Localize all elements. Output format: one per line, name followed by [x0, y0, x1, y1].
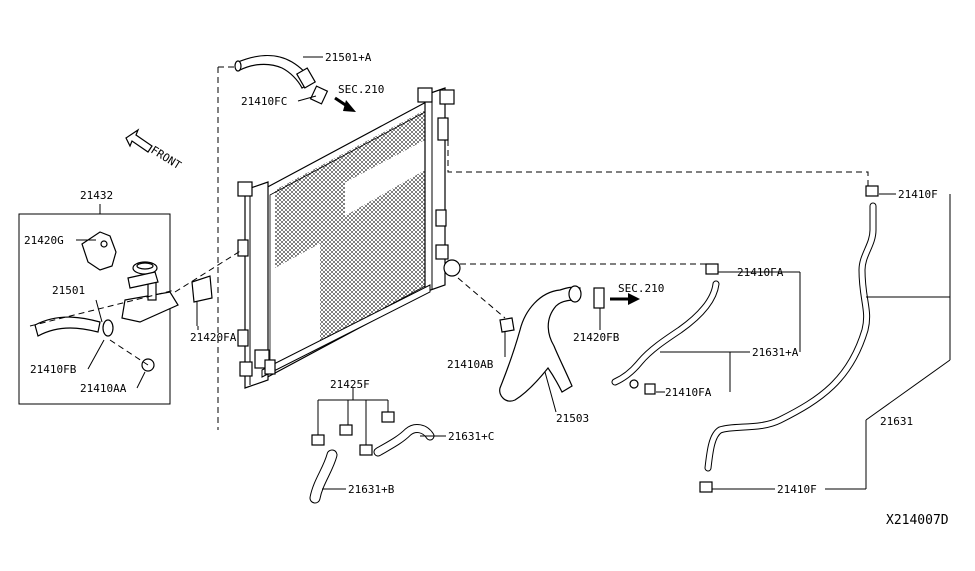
label-21410fb: 21410FB: [30, 363, 77, 376]
diagram-id: X214007D: [886, 513, 949, 528]
hose-21631b: [309, 449, 338, 504]
reservoir-box: [18, 204, 243, 405]
label-21410f-bot: 21410F: [777, 483, 817, 496]
lower-hose-21503: [499, 285, 582, 402]
label-21631: 21631: [880, 415, 913, 428]
label-21501a: 21501+A: [325, 51, 372, 64]
hose-21631c: [373, 424, 435, 457]
label-sec210-top: SEC.210: [338, 83, 384, 96]
label-21420fb: 21420FB: [573, 331, 620, 344]
label-21410fa-top: 21410FA: [737, 266, 784, 279]
label-21432: 21432: [80, 189, 113, 202]
clip-21420fa: [191, 275, 213, 326]
label-21631c: 21631+C: [448, 430, 494, 443]
label-21410fc: 21410FC: [241, 95, 287, 108]
label-21420fa: 21420FA: [190, 331, 237, 344]
radiator-assembly: [237, 87, 461, 389]
label-21425f: 21425F: [330, 378, 370, 391]
clip-21410ab: [499, 317, 515, 333]
clip-21410fc: [309, 85, 329, 105]
part-labels: 21501+A 21410FC SEC.210 FRONT 21432 2142…: [24, 51, 949, 528]
sec210-arrow-top: [334, 96, 356, 112]
leader-lines: [76, 56, 951, 490]
label-sec210-mid: SEC.210: [618, 282, 664, 295]
sec210-arrow-mid: [610, 293, 640, 305]
hose-21631a: [611, 263, 720, 395]
label-21501: 21501: [52, 284, 85, 297]
label-21631b: 21631+B: [348, 483, 395, 496]
label-21420g: 21420G: [24, 234, 64, 247]
label-21410ab: 21410AB: [447, 358, 494, 371]
label-21410aa: 21410AA: [80, 382, 127, 395]
label-21631a: 21631+A: [752, 346, 799, 359]
upper-hose-21501a: [234, 55, 317, 89]
hose-21631: [699, 185, 879, 493]
label-21503: 21503: [556, 412, 589, 425]
label-21410fa-bot: 21410FA: [665, 386, 712, 399]
clip-21420fb: [593, 287, 605, 309]
label-21410f-top: 21410F: [898, 188, 938, 201]
front-arrow-icon: [125, 128, 153, 153]
label-front: FRONT: [148, 144, 183, 173]
